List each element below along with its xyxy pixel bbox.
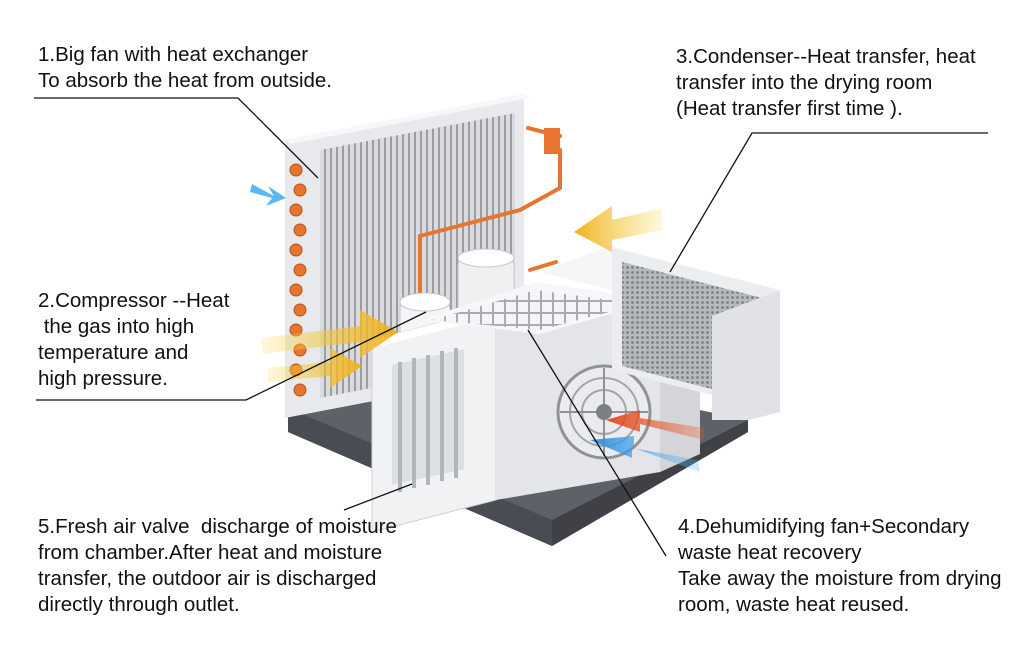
leader-line-4 (527, 329, 667, 557)
leader-line-2 (36, 311, 427, 401)
condenser-box (540, 246, 780, 420)
callout-line: 1.Big fan with heat exchanger (38, 43, 309, 66)
callout-line: Take away the moisture from drying (678, 567, 1002, 590)
callout-line: 5.Fresh air valve discharge of moisture (38, 515, 397, 538)
fresh-air-valve-box (371, 307, 505, 533)
callout-line: transfer into the drying room (676, 71, 933, 94)
callout-dehumidifying-fan: 4.Dehumidifying fan+Secondary waste heat… (678, 514, 1002, 618)
callout-condenser: 3.Condenser--Heat transfer, heat transfe… (676, 44, 976, 122)
callout-line: high pressure. (38, 367, 168, 390)
callout-line: directly through outlet. (38, 593, 240, 616)
callout-line: 4.Dehumidifying fan+Secondary (678, 515, 970, 538)
callout-fresh-air-valve: 5.Fresh air valve discharge of moisture … (38, 514, 397, 618)
callout-line: from chamber.After heat and moisture (38, 541, 383, 564)
leader-lines (34, 97, 988, 557)
callout-line: To absorb the heat from outside. (38, 69, 333, 92)
callout-compressor: 2.Compressor --Heat the gas into high te… (38, 288, 229, 392)
leader-line-5 (343, 483, 413, 511)
callout-line: temperature and (38, 341, 189, 364)
callout-line: transfer, the outdoor air is discharged (38, 567, 377, 590)
callout-line: the gas into high (38, 315, 195, 338)
pipe-fitting (544, 128, 560, 154)
callout-line: room, waste heat reused. (678, 593, 910, 616)
callout-line: (Heat transfer first time ). (676, 97, 903, 120)
callout-fan-heat-exchanger: 1.Big fan with heat exchanger To absorb … (38, 42, 332, 94)
leader-line-1 (34, 97, 319, 179)
callout-line: waste heat recovery (678, 541, 862, 564)
callout-line: 3.Condenser--Heat transfer, heat (676, 45, 976, 68)
leader-line-3 (669, 132, 988, 273)
callout-line: 2.Compressor --Heat (38, 289, 230, 312)
